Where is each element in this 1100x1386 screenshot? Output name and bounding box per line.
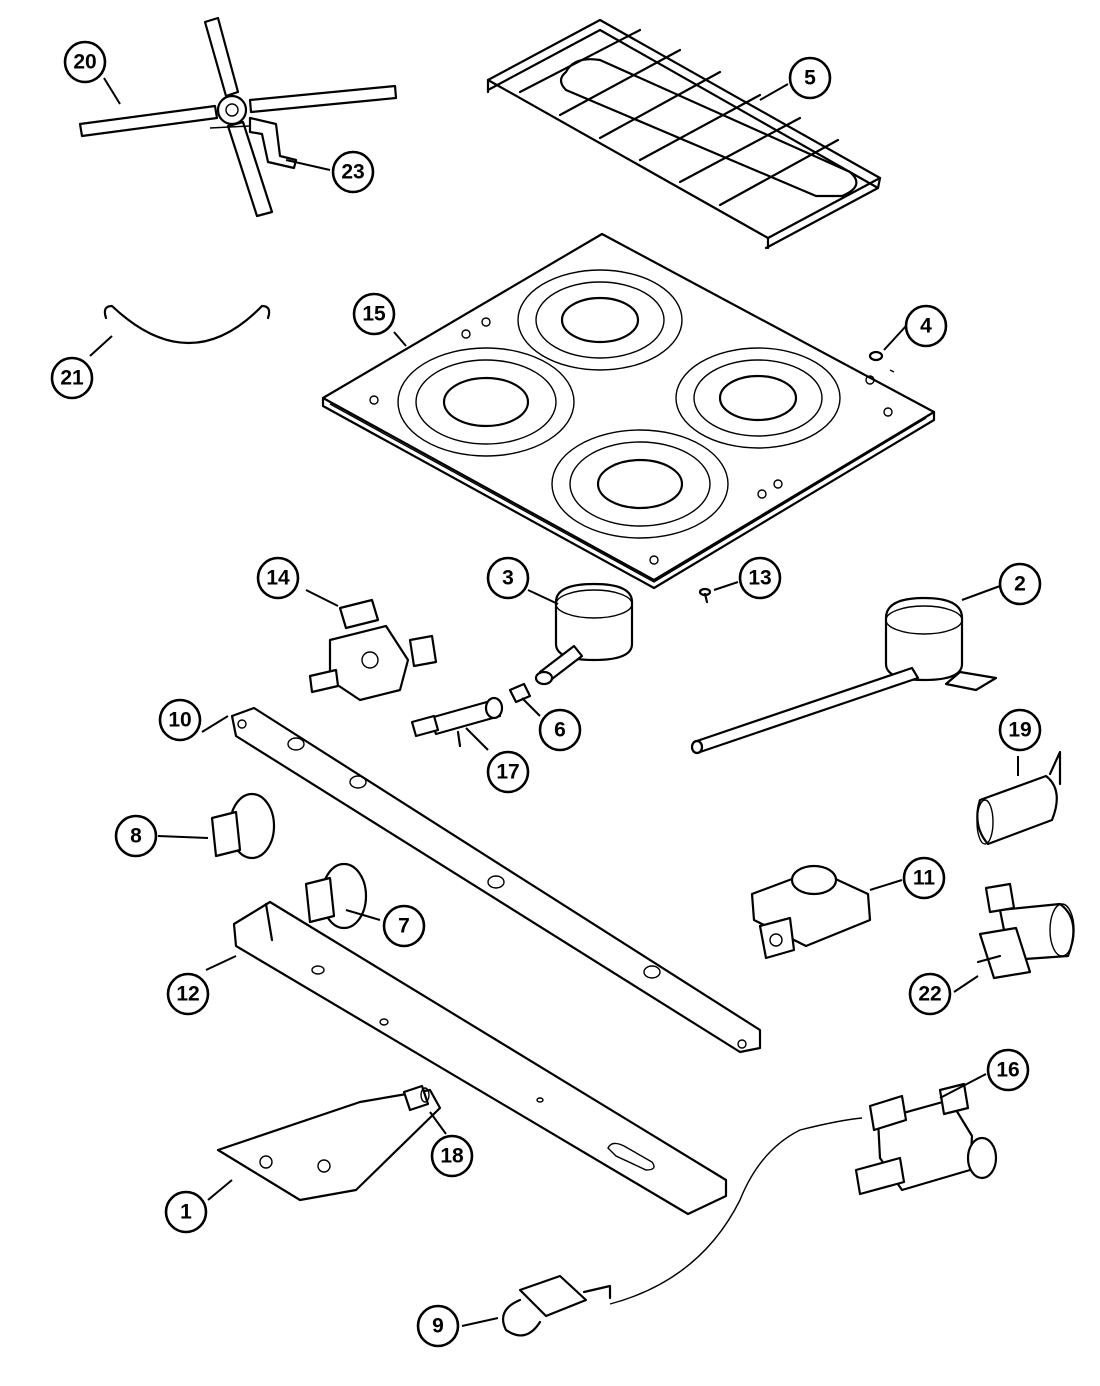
callout-4: 4 [904,304,948,348]
callout-label-23: 23 [341,161,364,184]
callout-label-13: 13 [748,567,771,590]
callout-5: 5 [788,56,832,100]
part-23-bracket [209,116,298,170]
callout-17: 17 [486,750,530,794]
callout-20: 20 [63,40,107,84]
part-5-grate [486,18,882,250]
part-22-solenoid-valve [976,882,1075,980]
callout-21: 21 [50,356,94,400]
callout-13: 13 [738,556,782,600]
callout-19: 19 [998,708,1042,752]
callout-label-12: 12 [176,983,199,1006]
part-15-cooktop [321,232,936,590]
part-7-knob [304,862,368,930]
part-1-heat-shield [216,1088,442,1202]
part-18-screw [402,1084,430,1112]
callout-label-6: 6 [554,719,566,742]
part-6-orifice [508,682,532,704]
callout-3: 3 [486,556,530,600]
callout-label-3: 3 [502,567,514,590]
callout-14: 14 [256,556,300,600]
part-20-cross-spreader [78,16,398,218]
callout-15: 15 [352,292,396,336]
callout-23: 23 [331,150,375,194]
capillary-tube [609,1117,863,1305]
part-12-mounting-plate [232,900,728,1216]
part-14-valve [308,598,438,702]
callout-label-4: 4 [920,315,932,338]
callout-6: 6 [538,708,582,752]
callout-10: 10 [158,698,202,742]
callout-16: 16 [986,1048,1030,1092]
callout-label-22: 22 [918,983,941,1006]
callout-12: 12 [166,972,210,1016]
callout-label-11: 11 [913,867,936,890]
callout-label-1: 1 [180,1201,192,1224]
callout-7: 7 [382,904,426,948]
part-4-grommet [868,350,895,373]
callout-22: 22 [908,972,952,1016]
part-9-bulb-clip [502,1274,612,1337]
callout-label-8: 8 [130,825,142,848]
part-11-regulator [750,864,872,960]
part-21-wire-clip [103,304,271,345]
part-19-ignitor [976,750,1062,846]
callout-label-2: 2 [1014,573,1026,596]
callout-label-18: 18 [440,1145,464,1168]
callout-8: 8 [114,814,158,858]
part-3-burner [534,582,634,686]
callout-label-7: 7 [398,915,410,938]
callout-label-21: 21 [60,367,84,390]
part-13-screw [698,587,712,604]
callout-11: 11 [902,856,946,900]
callout-1: 1 [164,1190,208,1234]
callout-label-5: 5 [804,67,816,90]
leader-lines [89,77,1019,1327]
callout-label-20: 20 [73,51,96,74]
callout-2: 2 [998,562,1042,606]
part-8-knob [210,792,276,860]
callout-label-10: 10 [168,709,191,732]
callout-9: 9 [416,1304,460,1348]
part-10-rail [230,706,762,1054]
callout-label-17: 17 [496,761,519,784]
callout-label-15: 15 [362,303,386,326]
callout-18: 18 [430,1134,474,1178]
callout-label-9: 9 [432,1315,444,1338]
callout-label-14: 14 [266,567,290,590]
part-17-orifice-holder [410,696,504,748]
part-16-valve [854,1082,998,1196]
callout-label-16: 16 [996,1059,1019,1082]
callout-label-19: 19 [1008,719,1031,742]
part-2-burner [690,596,998,755]
